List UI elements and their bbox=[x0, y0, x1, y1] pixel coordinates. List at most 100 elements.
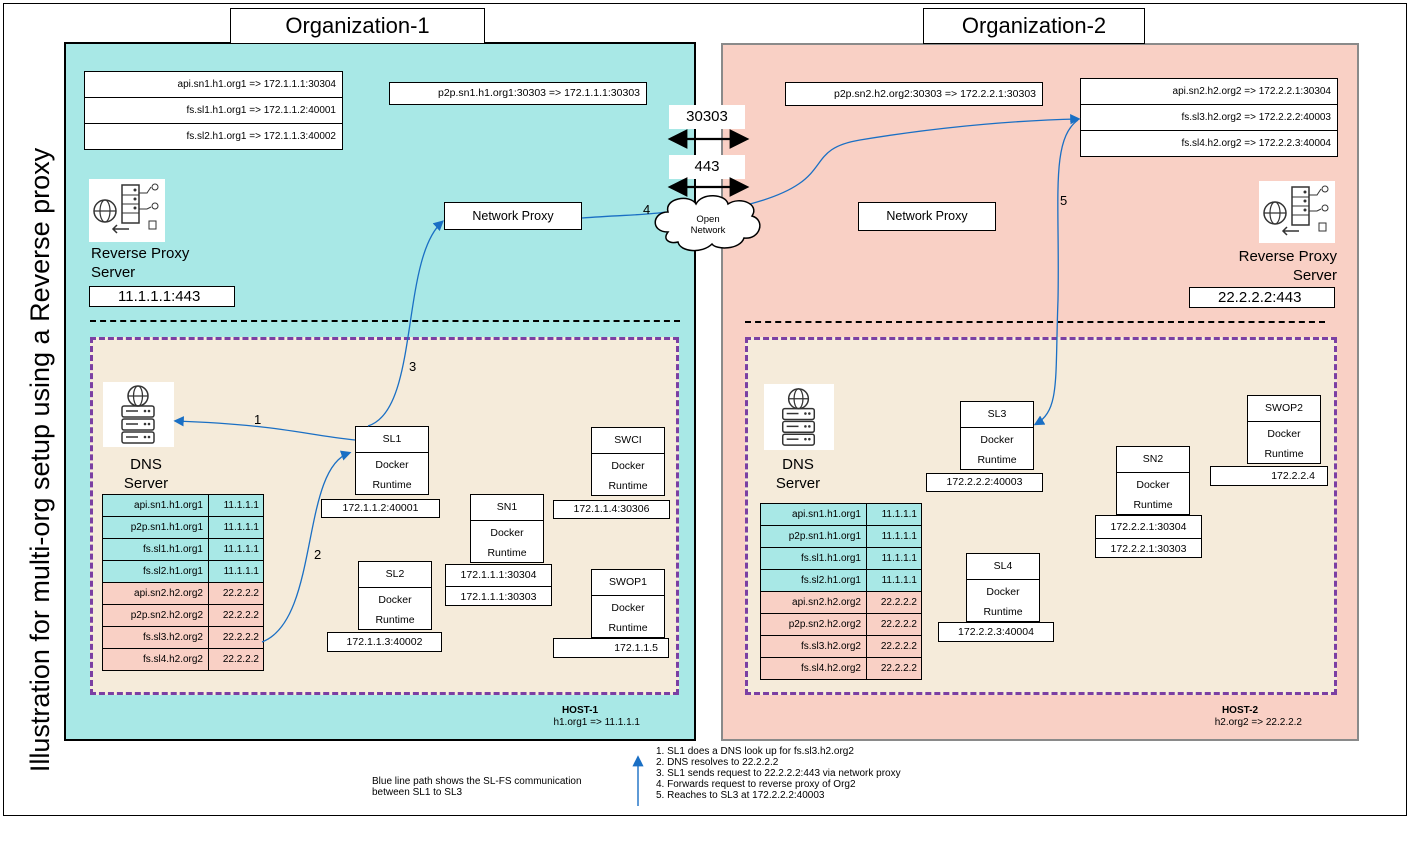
diagram-frame bbox=[3, 3, 1407, 816]
org2-network-proxy: Network Proxy bbox=[858, 202, 996, 231]
port-443-label: 443 bbox=[669, 155, 745, 179]
dns-ip: 11.1.1.1 bbox=[208, 494, 264, 517]
org2-dns-label: DNS Server bbox=[775, 456, 821, 492]
container-name: SL3 bbox=[961, 402, 1033, 428]
dns-ip: 11.1.1.1 bbox=[208, 560, 264, 583]
sn2-ip: 172.2.2.1:30304 172.2.2.1:30303 bbox=[1095, 515, 1202, 558]
mapping-row: fs.sl2.h1.org1 => 172.1.1.3:40002 bbox=[186, 131, 336, 142]
container-name: SWOP1 bbox=[592, 570, 664, 596]
container-name: SWCI bbox=[592, 428, 664, 454]
organization-1-title: Organization-1 bbox=[230, 8, 485, 44]
org1-network-proxy: Network Proxy bbox=[444, 202, 582, 230]
sl4-ip: 172.2.2.3:40004 bbox=[938, 622, 1054, 642]
port-30303-label: 30303 bbox=[669, 105, 745, 129]
dns-hostname: fs.sl4.h2.org2 bbox=[760, 657, 867, 680]
mapping-row: fs.sl1.h1.org1 => 172.1.1.2:40001 bbox=[85, 98, 342, 124]
host-2-mapping: h2.org2 => 22.2.2.2 bbox=[1214, 717, 1302, 728]
sn1-ip-30303: 172.1.1.1:30303 bbox=[460, 591, 537, 603]
flow-step-1 bbox=[173, 416, 356, 441]
host-2-label: HOST-2 bbox=[1221, 705, 1259, 716]
flow-step-2 bbox=[261, 450, 352, 643]
org2-proxy-mapping-table: api.sn2.h2.org2 => 172.2.2.1:30304 fs.sl… bbox=[1080, 78, 1338, 157]
container-name: SN1 bbox=[471, 495, 543, 521]
org1-dns-label: DNS Server bbox=[123, 456, 169, 492]
organization-2-title: Organization-2 bbox=[923, 8, 1145, 44]
org2-reverse-proxy-label: Reverse Proxy Server bbox=[1238, 248, 1337, 284]
org1-separator bbox=[90, 320, 680, 322]
sn2-ip-30304: 172.2.2.1:30304 bbox=[1096, 516, 1201, 539]
step-marker-4: 4 bbox=[643, 202, 651, 217]
dns-ip: 22.2.2.2 bbox=[208, 648, 264, 671]
legend-description: Blue line path shows the SL-FS communica… bbox=[372, 776, 632, 798]
org1-proxy-mapping-table: api.sn1.h1.org1 => 172.1.1.1:30304 fs.sl… bbox=[84, 71, 343, 150]
reverse-proxy-server-icon bbox=[1259, 181, 1335, 243]
org2-separator bbox=[745, 321, 1325, 323]
step-marker-2: 2 bbox=[314, 547, 322, 562]
dns-hostname: fs.sl3.h2.org2 bbox=[102, 626, 209, 649]
mapping-row: fs.sl4.h2.org2 => 172.2.2.3:40004 bbox=[1181, 138, 1331, 149]
legend-step: 1. SL1 does a DNS look up for fs.sl3.h2.… bbox=[656, 746, 854, 757]
open-network-cloud-icon bbox=[654, 195, 761, 252]
container-name: SWOP2 bbox=[1248, 396, 1320, 422]
sn1-ip-30304: 172.1.1.1:30304 bbox=[446, 565, 551, 587]
dns-server-icon bbox=[764, 384, 834, 450]
container-name: SN2 bbox=[1117, 447, 1189, 473]
flow-step-4 bbox=[581, 211, 666, 219]
container-name: SL1 bbox=[356, 427, 428, 453]
sn1-ip: 172.1.1.1:30304 172.1.1.1:30303 bbox=[445, 564, 552, 606]
legend-step: 4. Forwards request to reverse proxy of … bbox=[656, 779, 856, 790]
dns-hostname: fs.sl2.h1.org1 bbox=[760, 569, 867, 592]
mapping-row: api.sn2.h2.org2 => 172.2.2.1:30304 bbox=[1081, 79, 1337, 105]
reverse-proxy-server-icon bbox=[89, 179, 165, 242]
dns-hostname: p2p.sn1.h1.org1 bbox=[760, 525, 867, 548]
dns-ip: 22.2.2.2 bbox=[208, 626, 264, 649]
host-1-label: HOST-1 bbox=[561, 705, 599, 716]
dns-ip: 11.1.1.1 bbox=[866, 547, 922, 570]
dns-ip: 11.1.1.1 bbox=[866, 503, 922, 526]
swop2-ip: 172.2.2.4 bbox=[1210, 466, 1328, 486]
swci-ip: 172.1.1.4:30306 bbox=[553, 500, 670, 519]
sn2-ip-30303: 172.2.2.1:30303 bbox=[1110, 543, 1187, 555]
dns-hostname: fs.sl3.h2.org2 bbox=[760, 635, 867, 658]
legend-line: Blue line path shows the SL-FS communica… bbox=[372, 776, 582, 787]
mapping-row: fs.sl3.h2.org2 => 172.2.2.2:40003 bbox=[1081, 105, 1337, 131]
sl3-ip: 172.2.2.2:40003 bbox=[926, 473, 1043, 492]
dns-ip: 22.2.2.2 bbox=[208, 604, 264, 627]
dns-ip: 22.2.2.2 bbox=[866, 591, 922, 614]
step-marker-3: 3 bbox=[409, 359, 417, 374]
dns-hostname: p2p.sn2.h2.org2 bbox=[102, 604, 209, 627]
dns-ip: 11.1.1.1 bbox=[866, 525, 922, 548]
dns-ip: 22.2.2.2 bbox=[866, 657, 922, 680]
dns-ip: 22.2.2.2 bbox=[866, 613, 922, 636]
flow-connectors bbox=[173, 113, 1081, 806]
dns-hostname: p2p.sn2.h2.org2 bbox=[760, 613, 867, 636]
dns-hostname: fs.sl1.h1.org1 bbox=[102, 538, 209, 561]
step-marker-5: 5 bbox=[1060, 193, 1068, 208]
org2-p2p-mapping: p2p.sn2.h2.org2:30303 => 172.2.2.1:30303 bbox=[785, 82, 1043, 106]
sl1-ip: 172.1.1.2:40001 bbox=[321, 499, 440, 518]
org1-p2p-mapping: p2p.sn1.h1.org1:30303 => 172.1.1.1:30303 bbox=[389, 82, 647, 105]
legend-step: 5. Reaches to SL3 at 172.2.2.2:40003 bbox=[656, 790, 825, 801]
swop1-ip: 172.1.1.5 bbox=[553, 638, 669, 658]
mapping-row: api.sn1.h1.org1 => 172.1.1.1:30304 bbox=[85, 72, 342, 98]
dns-hostname: api.sn2.h2.org2 bbox=[102, 582, 209, 605]
